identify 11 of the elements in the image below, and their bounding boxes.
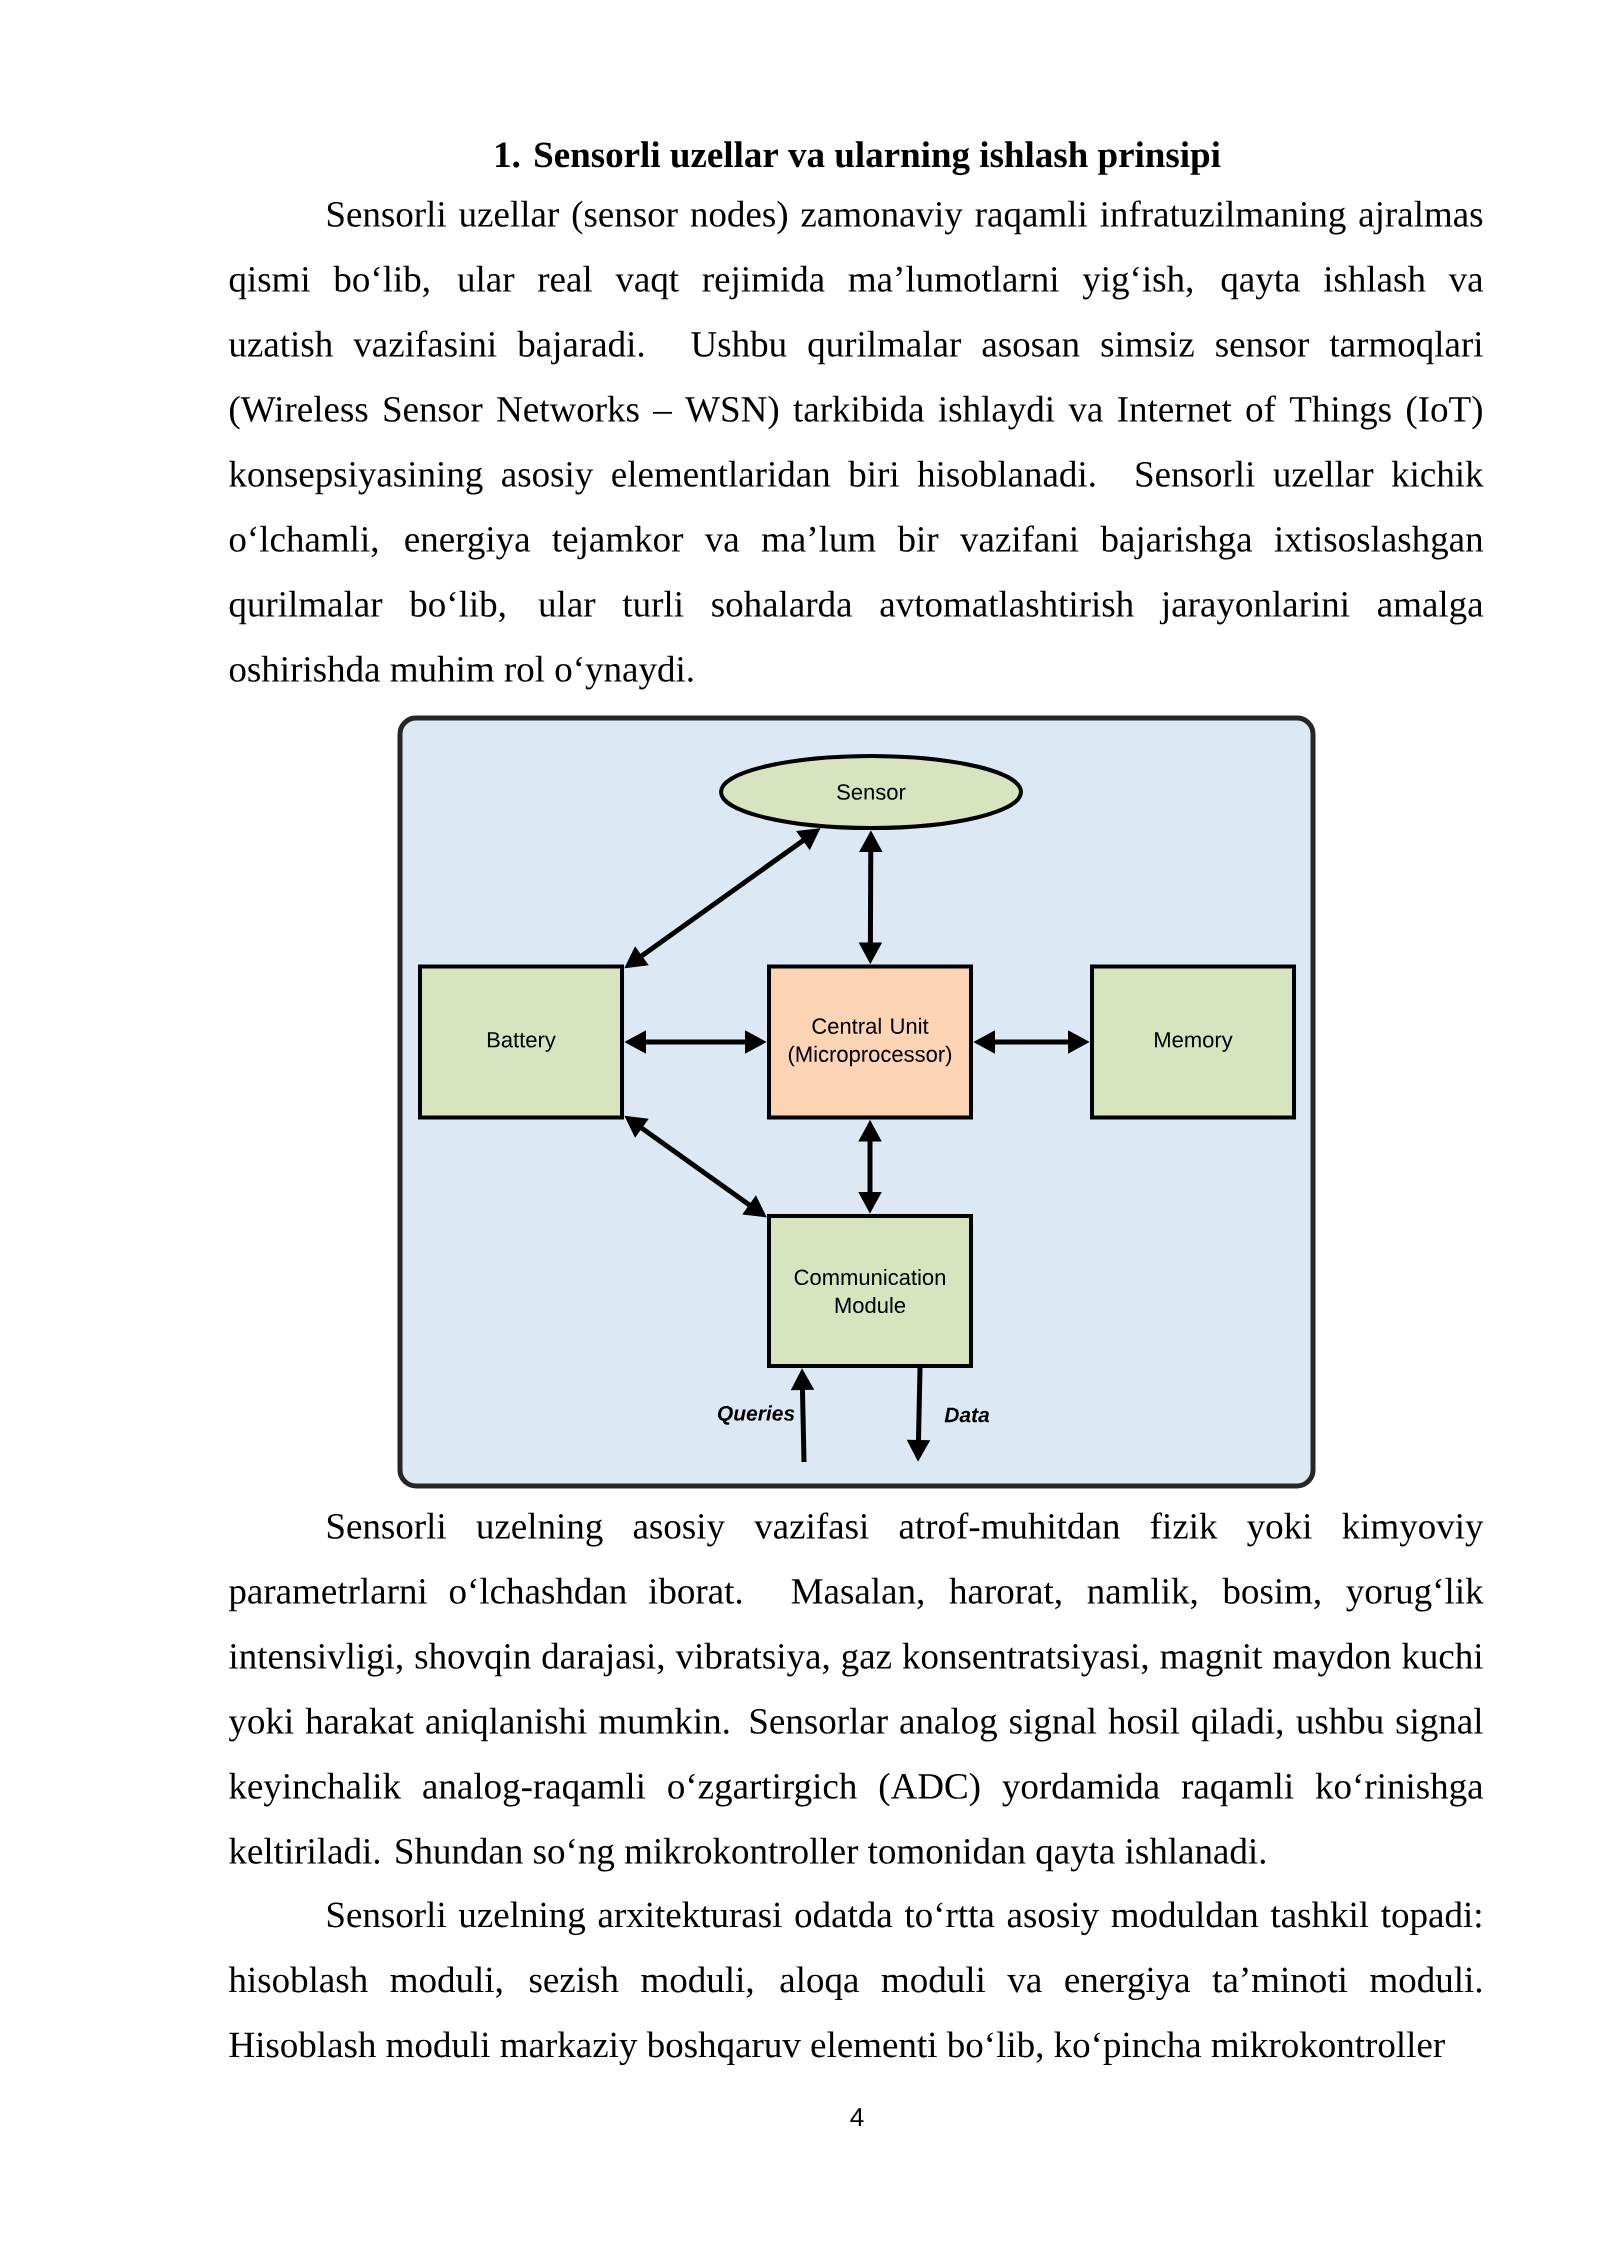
module-box: Central Unit (Microprocessor): [767, 964, 973, 1120]
module-box: Memory: [1090, 964, 1296, 1120]
paragraph: Sensorli uzelning arxitekturasi odatda to‘rtta asosiy moduldan tashkil topadi: hisoblash moduli, sezish moduli, aloqa moduli va energiya ta’minoti moduli. Hisoblash moduli markaziy boshqaruv elementi bo‘lib, ko‘pincha mikrokontroller: [228, 1901, 1482, 2066]
page-number: 4: [850, 2108, 864, 2126]
paragraph: Sensorli uzellar (sensor nodes) zamonaviy raqamli infratuzilmaning ajralmas qismi bo‘lib, ular real vaqt rejimida ma’lumotlarni yig‘ish, qayta ishlash va uzatish vazifasini bajaradi. Ushbu qurilmalar asosan simsiz sensor tarmoqlari (Wireless Sensor Networks – WSN) tarkibida ishlaydi va Internet of Things (IoT) konsepsiyasining asosiy elementlaridan biri hisoblanadi. Sensorli uzellar kichik o‘lchamli, energiya tejamkor va ma’lum bir vazifani bajarishga ixtisoslashgan qurilmalar bo‘lib, ular turli sohalarda avtomatlashtirish jarayonlarini amalga oshirishda muhim rol o‘ynaydi.: [228, 200, 1484, 690]
paragraph: Sensorli uzelning asosiy vazifasi atrof-muhitdan fizik yoki kimyoviy parametrlarni o‘lchashdan iborat. Masalan, harorat, namlik, bosim, yorug‘lik intensivligi, shovqin darajasi, vibratsiya, gaz konsentratsiyasi, magnit maydon kuchi yoki harakat aniqlanishi mumkin. Sensorlar analog signal hosil qiladi, ushbu signal keyinchalik analog-raqamli o‘zgartirgich (ADC) yordamida raqamli ko‘rinishga keltiriladi. Shundan so‘ng mikrokontroller tomonidan qayta ishlanadi.: [228, 1512, 1484, 1872]
heading: 1. Sensorli uzellar va ularning ishlash prinsipi: [496, 141, 1221, 176]
edge-label: Data: [944, 1407, 990, 1423]
module-box: Battery: [418, 964, 624, 1120]
module-box: Communication Module: [767, 1214, 973, 1368]
edge-label: Queries: [717, 1405, 795, 1425]
